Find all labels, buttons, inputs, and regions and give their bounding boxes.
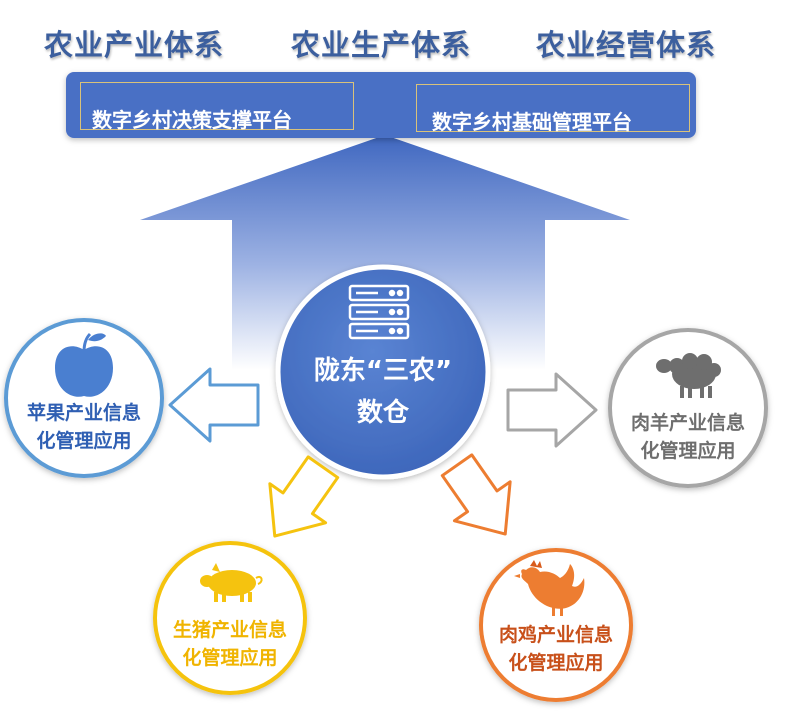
pig-node-circle xyxy=(153,541,307,695)
apple-node-label-1: 苹果产业信息 xyxy=(26,402,141,424)
sheep-node-label-2: 化管理应用 xyxy=(640,440,736,462)
sheep-node-label-1: 肉羊产业信息 xyxy=(630,412,745,434)
management-platform-label: 数字乡村基础管理平台 xyxy=(432,110,632,134)
pig-node-label-1: 生猪产业信息 xyxy=(172,619,287,641)
apple-node-circle xyxy=(4,318,164,478)
apple-node-label-2: 化管理应用 xyxy=(36,430,132,452)
system-title-production: 农业生产体系 xyxy=(291,28,472,62)
decision-platform-label: 数字乡村决策支撑平台 xyxy=(92,108,292,132)
upward-arrow xyxy=(140,135,630,370)
chicken-node-label-2: 化管理应用 xyxy=(508,652,604,674)
apple-icon xyxy=(55,332,113,397)
system-title-operation: 农业经营体系 xyxy=(536,28,717,62)
pig-node-label-2: 化管理应用 xyxy=(182,647,278,669)
sheep-node-circle xyxy=(608,328,768,488)
decision-platform-box xyxy=(80,82,354,130)
management-platform-box xyxy=(416,84,690,132)
platform-bar xyxy=(66,72,696,138)
pig-icon xyxy=(200,563,263,602)
center-circle xyxy=(275,264,491,480)
chicken-icon xyxy=(514,560,585,616)
arrow-to-apple xyxy=(168,367,260,443)
center-label-line2: 数仓 xyxy=(356,398,409,428)
arrow-to-chicken xyxy=(440,453,512,536)
server-icon xyxy=(348,284,410,340)
sheep-icon xyxy=(656,353,721,398)
arrow-to-pig xyxy=(268,455,340,538)
chicken-node-circle xyxy=(479,548,633,702)
chicken-node-label-1: 肉鸡产业信息 xyxy=(498,624,613,646)
center-label-line1: 陇东“三农” xyxy=(313,356,453,386)
system-title-industry: 农业产业体系 xyxy=(44,28,225,62)
arrow-to-sheep xyxy=(506,372,598,448)
